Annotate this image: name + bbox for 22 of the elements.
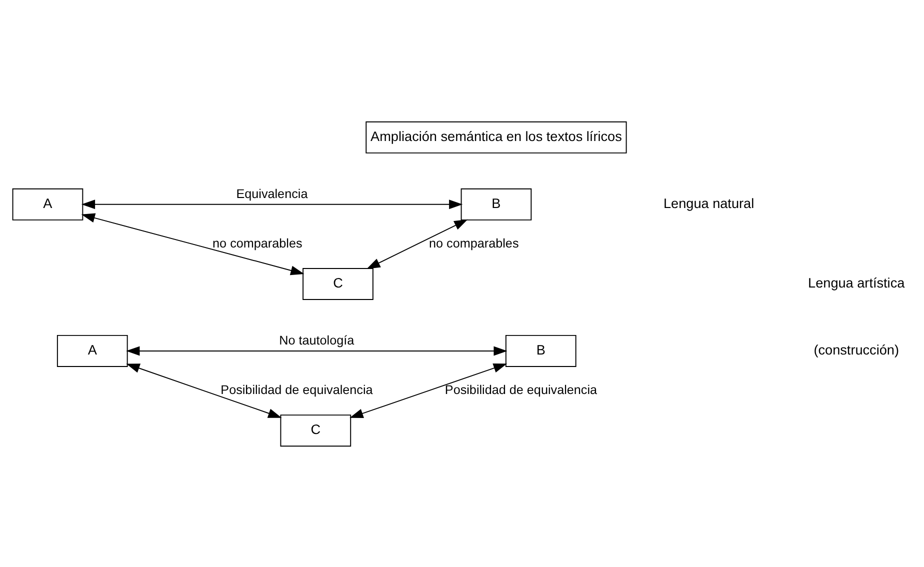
label: Lengua natural — [664, 195, 754, 210]
node-box: B — [460, 188, 532, 220]
node-box: B — [505, 334, 576, 366]
edge-label: Equivalencia — [236, 186, 308, 200]
node-box: C — [280, 414, 352, 446]
node-box: C — [302, 267, 374, 300]
arrow — [126, 346, 508, 356]
node-box: A — [12, 188, 84, 220]
edge-label: Posibilidad de equivalencia — [444, 382, 598, 397]
edge-label: no comparables — [429, 236, 519, 250]
arrow — [350, 363, 508, 418]
arrow — [366, 218, 468, 268]
arrow — [81, 212, 304, 275]
node-box: A — [56, 334, 128, 366]
label: (construcción) — [814, 342, 900, 358]
arrow — [126, 363, 282, 418]
edge-label: No tautología — [279, 333, 354, 348]
arrow — [81, 199, 463, 209]
label: Lengua artística — [808, 275, 905, 290]
node-box: Ampliación semántica en los textos líricos — [366, 120, 627, 153]
edge-label: Posibilidad de equivalencia — [220, 382, 373, 397]
edge-label: no comparables — [212, 236, 302, 250]
